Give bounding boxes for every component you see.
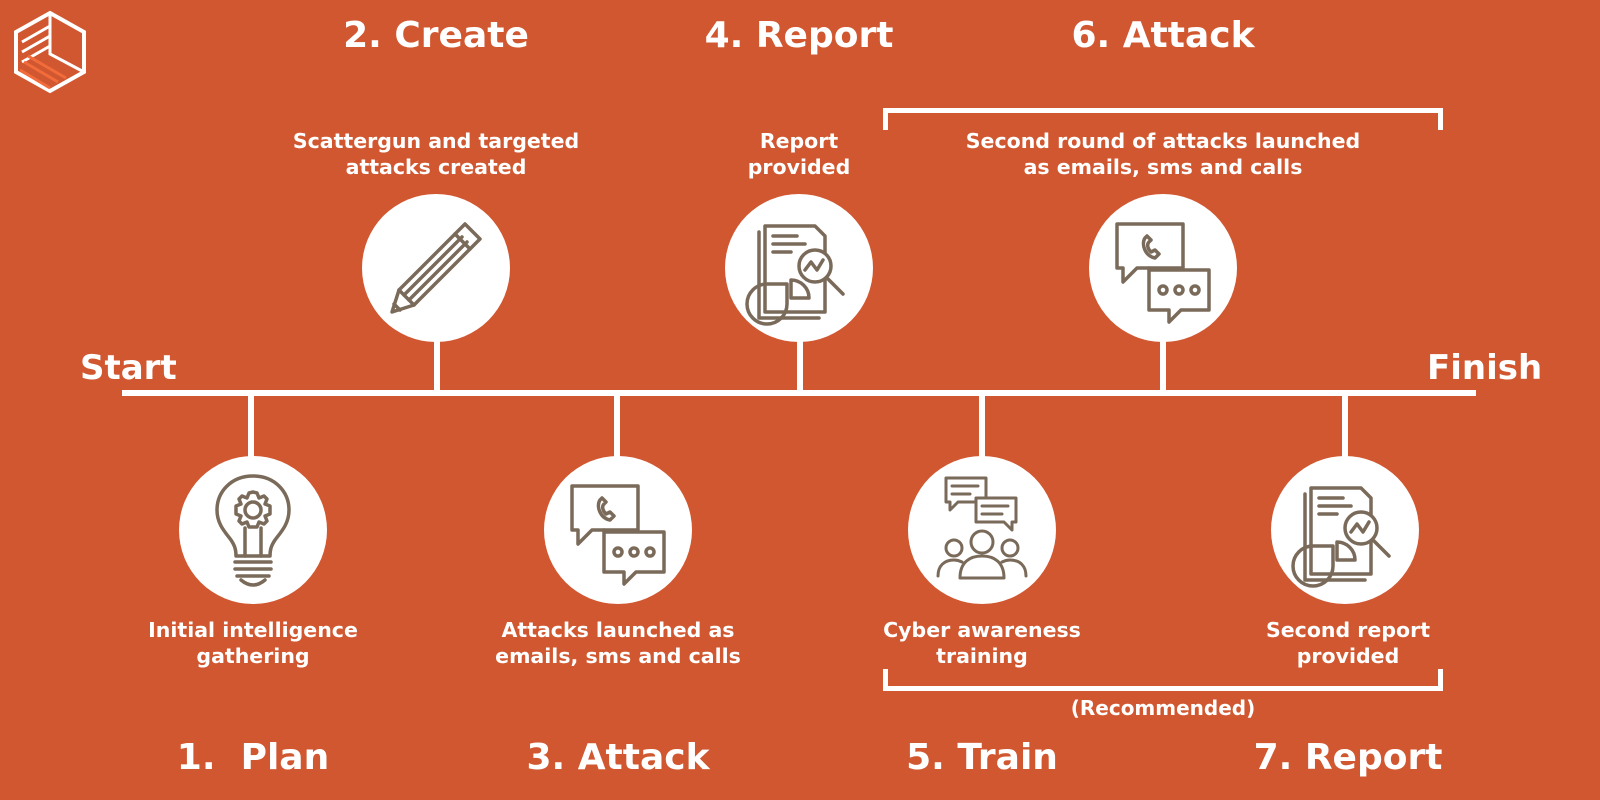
connector-step-2 — [434, 336, 440, 390]
step-5-circle — [908, 456, 1056, 604]
recommended-label: (Recommended) — [1070, 696, 1256, 720]
phone-chat-icon — [1115, 222, 1211, 324]
step-7-title: 7. Report — [1253, 737, 1443, 778]
step-1-title: 1. Plan — [176, 737, 330, 778]
step-7-circle — [1271, 456, 1419, 604]
connector-step-3 — [614, 396, 620, 458]
recommended-bracket-left-tick — [883, 669, 888, 691]
start-label: Start — [80, 348, 177, 388]
report-magnifier-icon — [1291, 486, 1391, 588]
connector-step-4 — [797, 336, 803, 390]
report-magnifier-icon — [745, 224, 845, 326]
step-4-title: 4. Report — [704, 15, 894, 56]
connector-step-6 — [1160, 336, 1166, 390]
step-6-title: 6. Attack — [1071, 15, 1255, 56]
company-logo — [14, 10, 86, 94]
step-3-circle — [544, 456, 692, 604]
lightbulb-gear-icon — [215, 474, 291, 587]
step-5-title: 5. Train — [906, 737, 1058, 778]
group-chat-icon — [936, 476, 1028, 580]
attack-bracket-left-tick — [883, 108, 888, 130]
attack-bracket-top — [883, 108, 1443, 113]
pencil-icon — [390, 222, 482, 314]
connector-step-5 — [979, 396, 985, 458]
step-1-circle — [179, 456, 327, 604]
recommended-bracket-bottom — [883, 686, 1443, 691]
phone-chat-icon — [570, 484, 666, 586]
timeline-axis — [122, 390, 1476, 396]
step-4-circle — [725, 194, 873, 342]
step-6-circle — [1089, 194, 1237, 342]
attack-bracket-right-tick — [1438, 108, 1443, 130]
connector-step-7 — [1342, 396, 1348, 458]
step-2-circle — [362, 194, 510, 342]
connector-step-1 — [248, 396, 254, 458]
step-2-title: 2. Create — [343, 15, 529, 56]
recommended-bracket-right-tick — [1438, 669, 1443, 691]
finish-label: Finish — [1427, 348, 1543, 388]
step-3-title: 3. Attack — [526, 737, 710, 778]
